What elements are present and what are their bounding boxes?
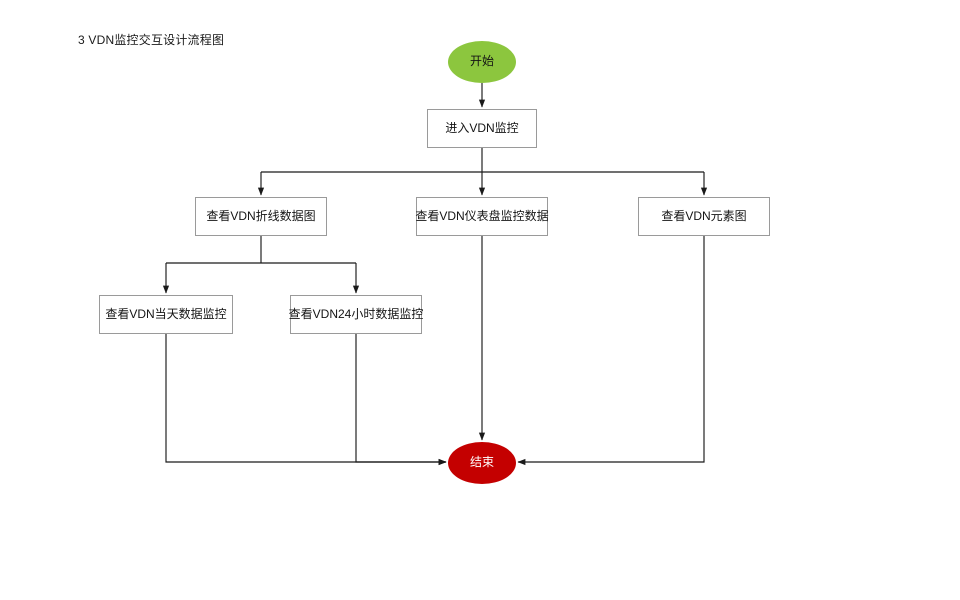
node-24h-data-monitor-label: 查看VDN24小时数据监控: [288, 306, 424, 321]
page-title: 3 VDN监控交互设计流程图: [78, 33, 225, 47]
edge-element-to-end: [517, 236, 705, 466]
node-dashboard-monitor-data-label: 查看VDN仪表盘监控数据: [415, 208, 549, 223]
node-24h-data-monitor[interactable]: 查看VDN24小时数据监控: [289, 295, 423, 334]
node-today-data-monitor[interactable]: 查看VDN当天数据监控: [99, 295, 233, 334]
node-start[interactable]: 开始: [448, 41, 516, 83]
node-end[interactable]: 结束: [448, 442, 516, 484]
node-enter-vdn-monitor-label: 进入VDN监控: [445, 120, 519, 135]
node-element-chart[interactable]: 查看VDN元素图: [638, 197, 770, 236]
node-element-chart-label: 查看VDN元素图: [661, 208, 747, 223]
node-today-data-monitor-label: 查看VDN当天数据监控: [105, 306, 227, 321]
node-line-chart-data[interactable]: 查看VDN折线数据图: [195, 197, 327, 236]
node-end-label: 结束: [469, 455, 494, 470]
node-dashboard-monitor-data[interactable]: 查看VDN仪表盘监控数据: [415, 197, 549, 236]
node-enter-vdn-monitor[interactable]: 进入VDN监控: [427, 109, 537, 148]
edge-today-to-end: [165, 334, 447, 466]
node-start-label: 开始: [469, 54, 494, 69]
node-line-chart-data-label: 查看VDN折线数据图: [206, 208, 316, 223]
edge-24h-to-end: [355, 334, 447, 466]
